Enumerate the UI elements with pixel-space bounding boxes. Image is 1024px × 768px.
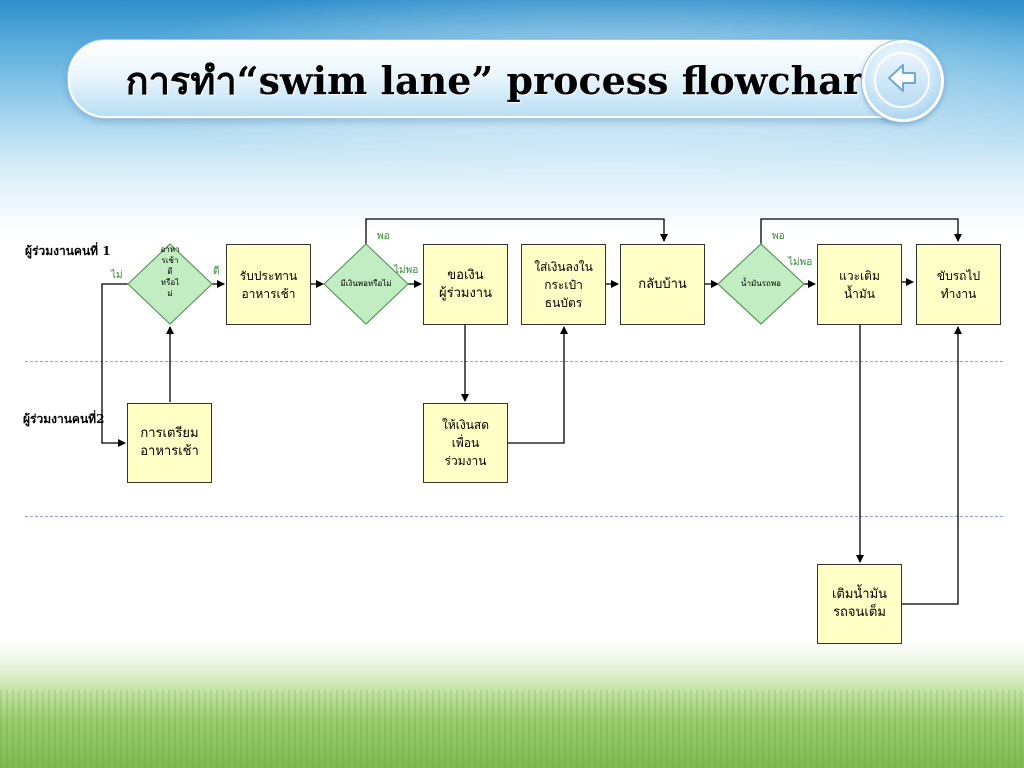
- process-label: รับประทาน อาหารเช้า: [239, 268, 298, 301]
- decision-text-breakfast: อาหา รเช้า ดี หรือไ ม่: [160, 245, 180, 298]
- arrow-left-icon: [888, 64, 916, 92]
- process-box-prepare-breakfast: การเตรียม อาหารเช้า: [127, 403, 212, 483]
- decision-diamond-breakfast: [127, 243, 213, 325]
- process-box-drive-to-work: ขับรถไป ทำงาน: [916, 244, 1001, 325]
- page-title: การทำ“swim lane” process flowchart: [125, 58, 881, 103]
- process-box-receive-breakfast: รับประทาน อาหารเช้า: [226, 244, 311, 325]
- process-box-go-home: กลับบ้าน: [620, 244, 705, 325]
- process-label: ขับรถไป ทำงาน: [936, 268, 981, 301]
- decision-diamond-fuel: [717, 243, 805, 325]
- decision-diamond-money: [323, 243, 409, 325]
- process-label: เติมน้ำมัน รถจนเต็ม: [831, 587, 888, 620]
- process-label: แวะเติม น้ำมัน: [839, 268, 880, 301]
- title-bar: การทำ“swim lane” process flowchart: [68, 40, 938, 118]
- process-label: ขอเงิน ผู้ร่วมงาน: [438, 267, 492, 301]
- connector-d3-to-drive: [760, 218, 962, 244]
- label-d3-yes: พอ: [772, 231, 785, 242]
- lane-label-1: ผู้ร่วมงานคนที่ 1: [25, 244, 111, 258]
- process-box-put-money-wallet: ใส่เงินลงใน กระเป๋า ธนบัตร: [521, 244, 606, 325]
- label-d1-no: ไม่: [111, 270, 123, 281]
- back-button-inner: [874, 52, 930, 108]
- process-box-stop-refuel: แวะเติม น้ำมัน: [817, 244, 902, 325]
- label-d3-no: ไม่พอ: [788, 257, 813, 268]
- label-d2-yes: พอ: [377, 231, 390, 242]
- lane-label-2: ผู้ร่วมงานคนที่2: [23, 412, 105, 426]
- back-button[interactable]: [862, 40, 944, 122]
- connector-fill-to-drive: [902, 326, 962, 605]
- decision-text-money: มีเงินพอหรือไม่: [340, 279, 392, 288]
- grass-background: [0, 690, 1024, 768]
- process-label: กลับบ้าน: [638, 276, 687, 292]
- lane-separator-1: [25, 361, 1003, 362]
- decision-text-fuel: น้ำมันรถพอ: [741, 279, 781, 288]
- connector-d1-to-prepare: [101, 283, 128, 447]
- process-label: การเตรียม อาหารเช้า: [140, 426, 199, 459]
- process-box-give-cash: ให้เงินสด เพื่อน ร่วมงาน: [423, 403, 508, 483]
- process-box-fill-tank: เติมน้ำมัน รถจนเต็ม: [817, 564, 902, 644]
- label-d2-no: ไม่พอ: [394, 265, 419, 276]
- connector-give-to-wallet: [508, 326, 568, 444]
- process-box-ask-money: ขอเงิน ผู้ร่วมงาน: [423, 244, 508, 325]
- process-label: ให้เงินสด เพื่อน ร่วมงาน: [441, 418, 490, 468]
- process-label: ใส่เงินลงใน กระเป๋า ธนบัตร: [534, 259, 593, 310]
- label-d1-yes: ดี: [213, 266, 220, 277]
- connector-d2-to-home: [365, 218, 668, 244]
- lane-separator-2: [25, 516, 1003, 517]
